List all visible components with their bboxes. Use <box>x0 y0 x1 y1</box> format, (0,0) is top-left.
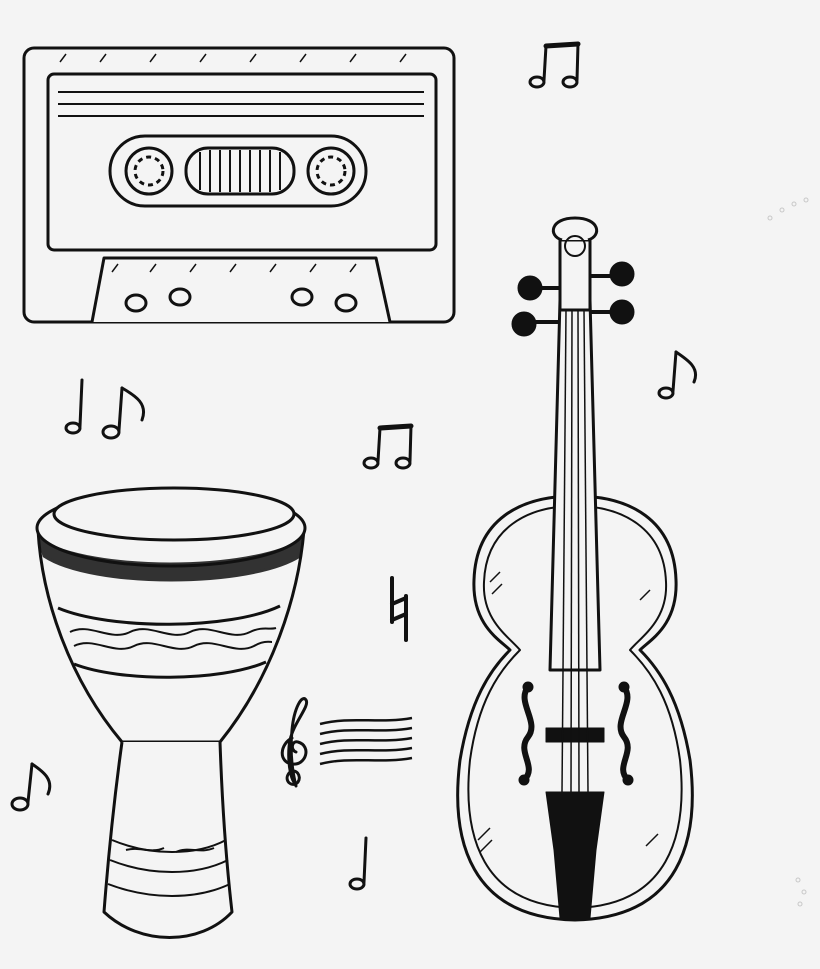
beamed-eighth-notes-icon <box>362 423 414 470</box>
music-staff <box>319 716 413 766</box>
treble-clef-icon <box>280 697 309 788</box>
decorative-dots <box>767 197 809 907</box>
half-note-icon <box>64 378 84 435</box>
beamed-eighth-notes-icon <box>528 41 581 89</box>
cassette-icon <box>22 46 456 324</box>
violin-icon <box>456 216 694 922</box>
eighth-note-icon <box>657 350 697 400</box>
eighth-note-icon <box>101 386 145 440</box>
eighth-note-icon <box>10 762 52 812</box>
music-notes <box>10 41 697 891</box>
drum-icon <box>35 486 307 939</box>
half-note-icon <box>348 836 368 891</box>
natural-sign-icon <box>390 576 408 642</box>
